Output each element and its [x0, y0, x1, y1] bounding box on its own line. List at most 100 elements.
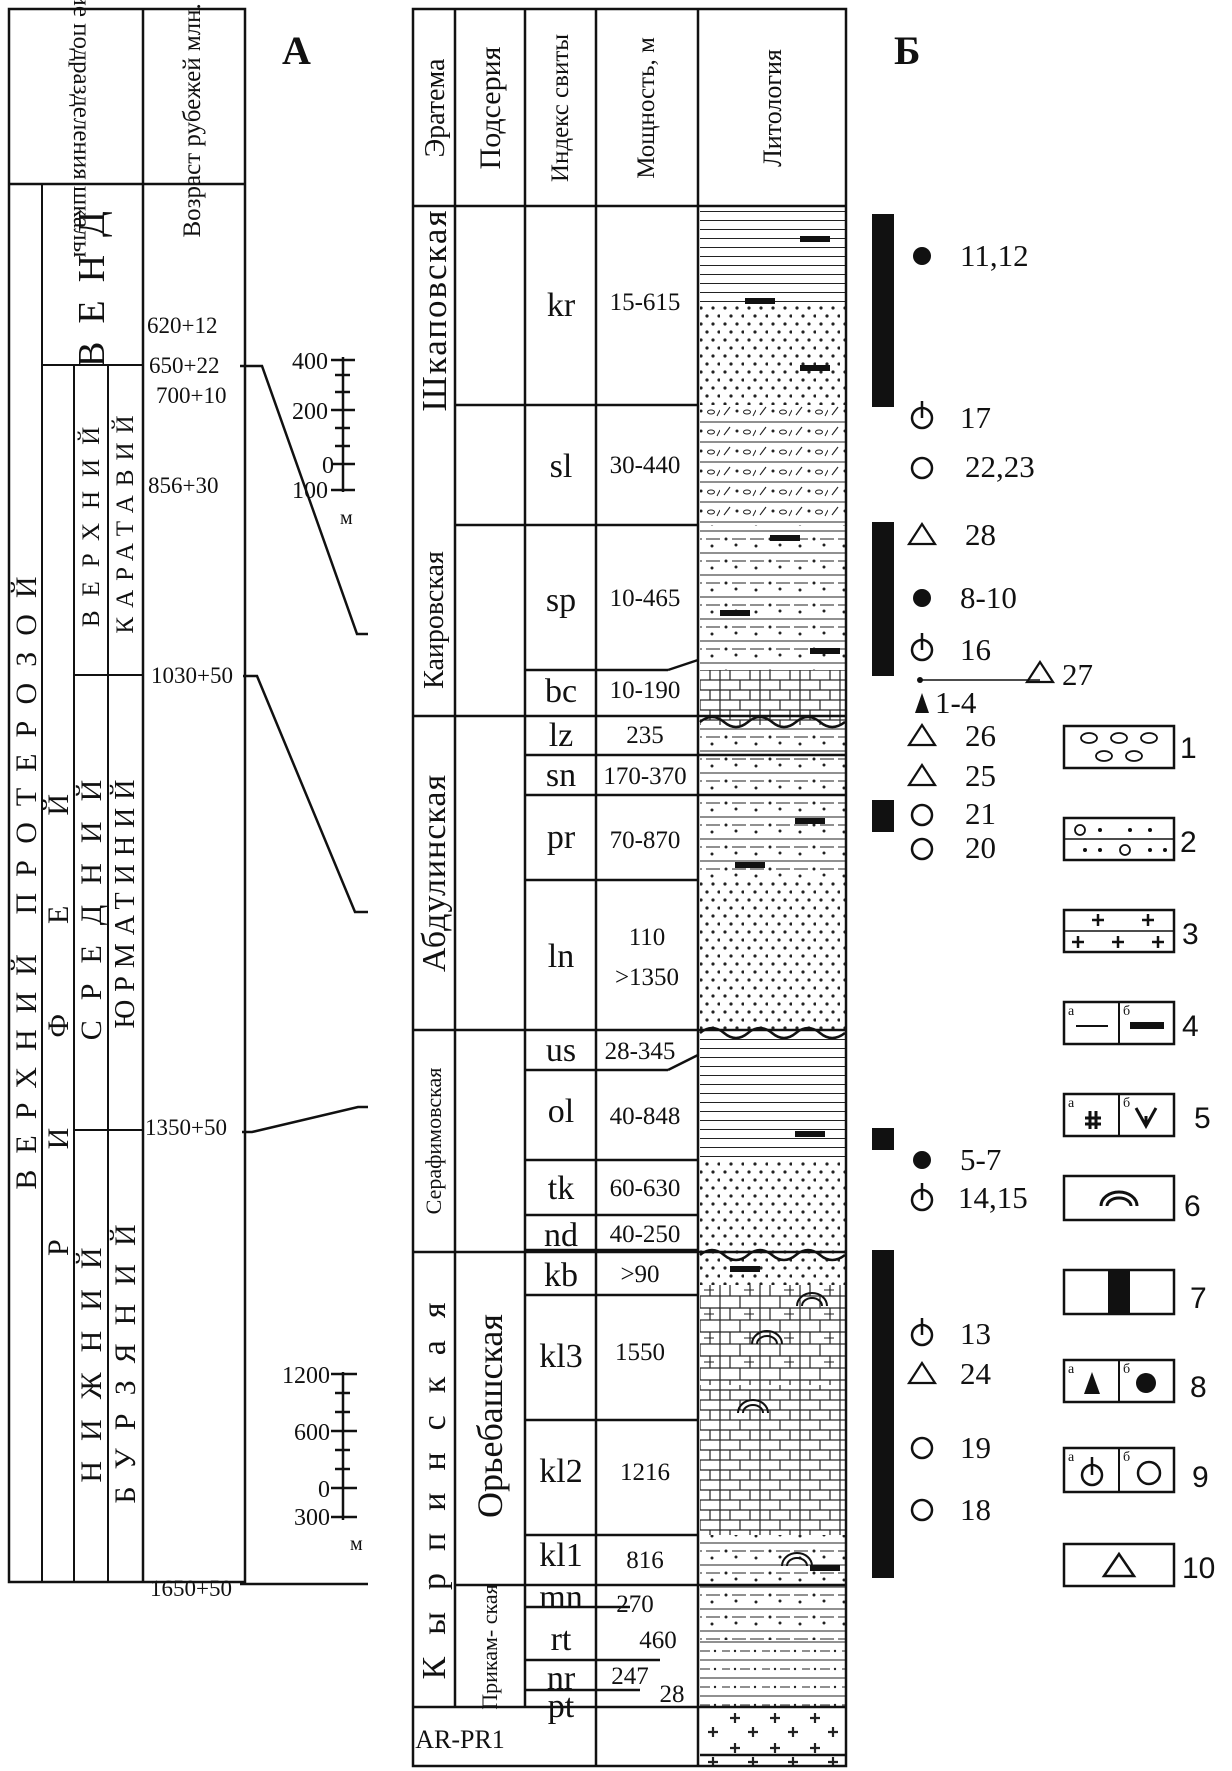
legend-sub-b: б	[1123, 1004, 1130, 1019]
sample-label: 11,12	[960, 238, 1029, 273]
sample-marker-triangle-icon	[1027, 662, 1053, 682]
formation-index: ln	[548, 938, 574, 975]
correlation-lines	[240, 366, 368, 1584]
scale-tick: 1200	[282, 1363, 330, 1389]
lower-riphean-label: НИЖНИЙ	[75, 1227, 108, 1482]
sample-label: 5-7	[960, 1142, 1001, 1177]
stratigraphic-column: Эратема Подсерия Индекс свиты Мощность, …	[413, 9, 846, 1766]
sample-marker-circle-icon	[912, 1500, 932, 1520]
legend-sub-a: а	[1068, 1362, 1075, 1377]
sample-marker-filled-triangle-icon	[915, 693, 929, 713]
sample-label: 24	[960, 1356, 992, 1391]
thickness-values: 15-615 30-440 10-465 10-190 235 170-370 …	[598, 289, 696, 1708]
eratem-header: Эратема	[420, 58, 451, 157]
thickness-value: 1550	[615, 1339, 665, 1366]
legend-sub-a: а	[1068, 1004, 1075, 1019]
sample-marker-dot-icon	[913, 1151, 931, 1169]
legend: а б а б а б	[1064, 726, 1215, 1586]
legend-box-2	[1064, 818, 1174, 860]
thickness-value: 110 >1350	[598, 918, 696, 998]
age-label: 1650+50	[150, 1576, 232, 1601]
sample-label: 21	[965, 796, 996, 831]
age-label: 856+30	[148, 473, 218, 498]
sample-marker-dot-icon	[913, 247, 931, 265]
scale-tick: 300	[294, 1505, 330, 1531]
lithology-header: Литология	[758, 49, 787, 167]
legend-box-8: а б	[1064, 1360, 1174, 1402]
legend-number: 1	[1180, 732, 1197, 765]
legend-number: 7	[1190, 1282, 1207, 1315]
formation-index: rt	[551, 1621, 572, 1658]
thickness-value: 28-345	[605, 1038, 676, 1065]
index-header: Индекс свиты	[547, 34, 574, 182]
thickness-value: 235	[626, 722, 664, 749]
sample-label: 16	[960, 632, 991, 667]
age-label: 700+10	[156, 383, 226, 408]
scale-unit: м	[340, 507, 353, 529]
burzyan-label: БУРЗЯНИЙ	[109, 1206, 142, 1503]
legend-sub-a: а	[1068, 1450, 1075, 1465]
sample-marker-triangle-icon	[909, 524, 935, 544]
general-scale-table: Общие подразделения шкалы Возраст рубеже…	[9, 0, 245, 1582]
riphean-label: РИФЕЙ	[42, 704, 75, 1256]
panel-b-label: Б	[894, 28, 920, 73]
age-labels: 620+12 650+22 700+10 856+30 1030+50 1350…	[145, 313, 233, 1601]
legend-number: 3	[1182, 918, 1199, 951]
formation-index: lz	[549, 717, 574, 754]
formation-index: tk	[548, 1170, 574, 1207]
sample-label: 8-10	[960, 580, 1017, 615]
thickness-value: 28	[660, 1681, 685, 1708]
panel-a-label: А	[282, 28, 311, 73]
sample-27-point	[917, 677, 923, 683]
sample-marker-triangle-icon	[909, 1363, 935, 1383]
sample-marker-triangle-icon	[909, 725, 935, 745]
lithology-fills	[700, 210, 845, 1766]
age-label: 620+12	[147, 313, 217, 338]
formation-index: ol	[548, 1093, 574, 1130]
age-header: Возраст рубежей млн. лет	[179, 0, 206, 238]
sample-labels: 11,12 17 22,23 28 8-10 16 27 1-4 26 25 2…	[935, 238, 1093, 1527]
sample-label: 26	[965, 718, 996, 753]
sample-marker-circle-icon	[912, 458, 932, 478]
subseries-label: Орьебашская	[470, 1314, 510, 1518]
thickness-value: 1216	[620, 1459, 670, 1486]
sample-label: 27	[1062, 657, 1093, 692]
sample-label: 22,23	[965, 449, 1035, 484]
thickness-header: Мощность, м	[633, 37, 660, 179]
upper-proterozoic-label: ВЕРХНИЙ ПРОТЕРОЗОЙ	[10, 560, 43, 1189]
series-label: Кырпинская	[416, 1281, 453, 1680]
series-label: AR-PR1	[415, 1725, 505, 1754]
sample-marker-pin-icon	[912, 633, 932, 660]
formation-index: kl1	[539, 1537, 582, 1574]
yurmatin-label: ЮРМАТИНИЙ	[110, 772, 141, 1029]
legend-number: 4	[1182, 1010, 1199, 1043]
sample-marker-triangle-icon	[909, 765, 935, 785]
sample-label: 18	[960, 1492, 991, 1527]
sampled-intervals	[872, 214, 894, 1578]
sample-label: 13	[960, 1316, 991, 1351]
sample-marker-circle-icon	[912, 839, 932, 859]
formation-index: kl2	[539, 1453, 582, 1490]
lower-scale-bar	[331, 1372, 357, 1520]
thickness-value: 70-870	[610, 827, 681, 854]
thickness-value: 460	[639, 1627, 677, 1654]
sample-label: 19	[960, 1430, 991, 1465]
thickness-value: 40-848	[610, 1103, 681, 1130]
legend-number: 2	[1180, 826, 1197, 859]
formation-index: sl	[550, 448, 573, 485]
thickness-value: 10-465	[610, 585, 681, 612]
middle-riphean-label: СРЕДНИЙ	[75, 760, 108, 1040]
formation-index: sp	[546, 582, 576, 619]
scale-tick: 0	[318, 1477, 330, 1503]
subseries-label: Прикам- ская	[477, 1584, 502, 1710]
legend-sub-b: б	[1123, 1362, 1130, 1377]
sample-marker-pin-icon	[912, 401, 932, 428]
sample-label: 28	[965, 517, 996, 552]
scale-tick: 400	[292, 349, 328, 375]
legend-box-6	[1064, 1176, 1174, 1220]
age-label: 650+22	[149, 353, 219, 378]
upper-riphean-label: ВЕРХНИЙ	[77, 413, 105, 627]
scale-unit: м	[350, 1533, 363, 1555]
vend-label: ВЕНД	[71, 193, 113, 367]
